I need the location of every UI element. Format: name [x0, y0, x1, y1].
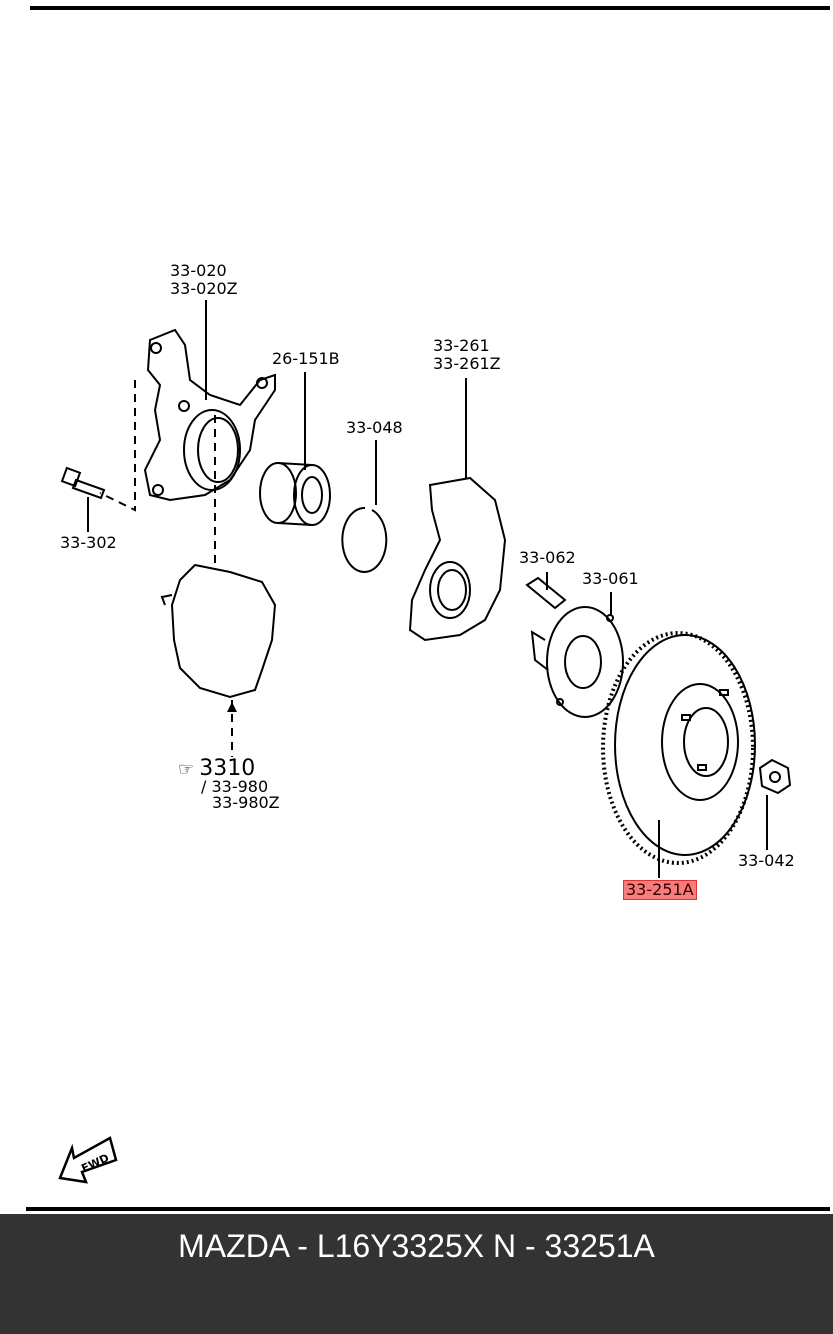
callout-knuckle[interactable]: 33-020 33-020Z	[170, 262, 238, 298]
wheel-hub-drawing	[530, 606, 624, 718]
dust-shield-drawing	[408, 476, 507, 642]
callout-bolt[interactable]: 33-302	[60, 533, 117, 552]
callout-line: 33-261	[433, 336, 490, 355]
callout-hub-bolt[interactable]: 33-062	[519, 548, 576, 567]
callout-bearing[interactable]: 26-151B	[272, 349, 340, 368]
brake-disc-drawing	[601, 631, 756, 865]
hub-nut-drawing	[758, 758, 792, 795]
callout-line: 3310	[199, 756, 256, 781]
hub-bolt-drawing	[525, 576, 567, 610]
callout-snap-ring[interactable]: 33-048	[346, 418, 403, 437]
part-number-label: MAZDA - L16Y3325X N - 33251A	[178, 1228, 655, 1264]
callout-hub-nut[interactable]: 33-042	[738, 851, 795, 870]
fwd-arrow-icon	[58, 1136, 118, 1184]
callout-line: 33-020Z	[170, 279, 238, 298]
wheel-bearing-drawing	[259, 462, 331, 526]
pointing-hand-icon: ☞	[178, 759, 195, 780]
callout-driveshaft[interactable]: ☞ 3310	[178, 757, 255, 781]
callout-hub[interactable]: 33-061	[582, 569, 639, 588]
exploded-diagram: FWD	[58, 300, 792, 1184]
dashed-guide-left	[99, 380, 136, 512]
callout-driveshaft-sub: / 33-980	[201, 778, 268, 796]
callout-line: 33-020	[170, 261, 227, 280]
callout-line: / 33-980	[201, 777, 269, 796]
top-border	[30, 6, 830, 10]
snap-ring-drawing	[341, 506, 388, 573]
steering-knuckle-drawing	[143, 328, 276, 502]
bolt-drawing	[60, 466, 106, 500]
callout-line: 33-261Z	[433, 354, 501, 373]
footer-bar: MAZDA - L16Y3325X N - 33251A	[0, 1214, 833, 1334]
arrow-head-driveshaft	[227, 702, 237, 712]
fwd-label: FWD	[79, 1151, 111, 1175]
callout-driveshaft-sub2: 33-980Z	[212, 793, 280, 812]
driveshaft-drawing	[160, 563, 277, 699]
callout-dust-shield[interactable]: 33-261 33-261Z	[433, 337, 501, 373]
bottom-border	[26, 1207, 830, 1211]
callout-brake-disc-highlighted[interactable]: 33-251A	[623, 880, 697, 900]
